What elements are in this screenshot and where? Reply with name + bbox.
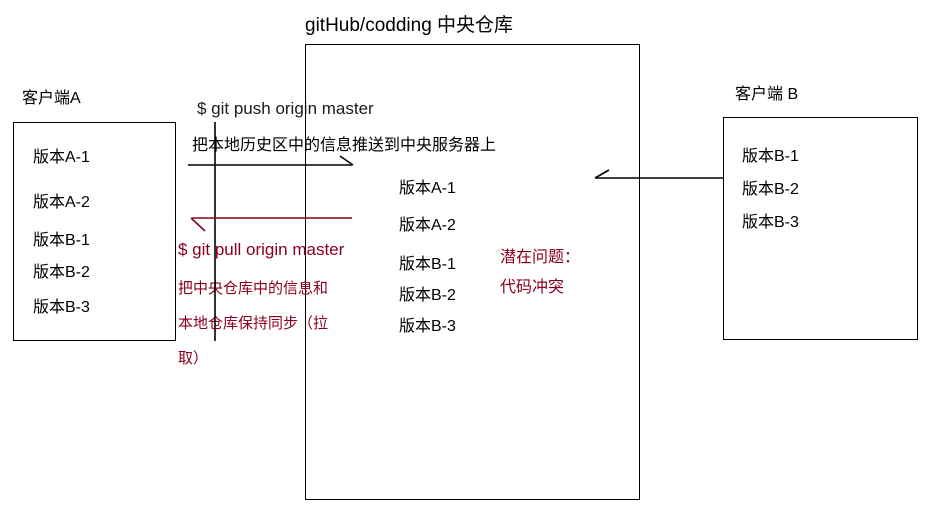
client-b-version-2: 版本B-2 (742, 181, 799, 198)
conflict-note-line-1: 潜在问题： (500, 249, 581, 266)
client-b-version-3: 版本B-3 (742, 214, 799, 231)
client-a-version-2: 版本A-2 (33, 194, 90, 211)
client-a-version-4: 版本B-2 (33, 264, 90, 281)
client-b-box (723, 117, 918, 340)
pull-description-line-3: 取） (178, 350, 209, 367)
client-a-box (13, 122, 176, 341)
central-version-3: 版本B-1 (399, 256, 456, 273)
central-repo-title: gitHub/codding 中央仓库 (305, 15, 514, 36)
client-a-version-5: 版本B-3 (33, 299, 90, 316)
pull-description-line-1: 把中央仓库中的信息和 (178, 280, 329, 297)
pull-arrow-head (190, 217, 206, 232)
conflict-note-line-2: 代码冲突 (500, 279, 565, 296)
central-version-4: 版本B-2 (399, 287, 456, 304)
central-repo-box (305, 44, 640, 500)
client-a-version-3: 版本B-1 (33, 232, 90, 249)
central-version-2: 版本A-2 (399, 217, 456, 234)
pull-description-line-2: 本地仓库保持同步（拉 (178, 315, 329, 332)
central-version-5: 版本B-3 (399, 318, 456, 335)
client-a-label: 客户端A (22, 90, 81, 107)
client-a-version-1: 版本A-1 (33, 149, 90, 166)
client-b-version-1: 版本B-1 (742, 148, 799, 165)
client-b-label: 客户端 B (735, 86, 799, 103)
central-version-1: 版本A-1 (399, 180, 456, 197)
pull-command-text: $ git pull origin master (178, 240, 345, 259)
push-description-text: 把本地历史区中的信息推送到中央服务器上 (192, 137, 497, 154)
push-command-text: $ git push origin master (197, 99, 374, 118)
